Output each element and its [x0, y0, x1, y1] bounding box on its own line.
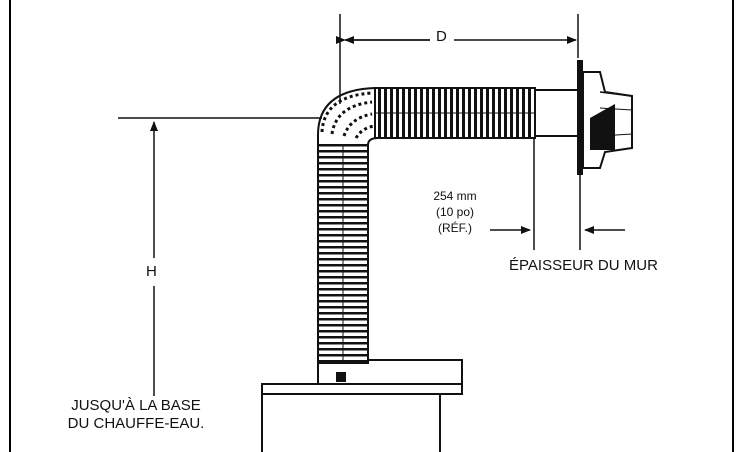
wall-termination: [577, 60, 633, 175]
label-d: D: [436, 28, 447, 45]
ref-measure-line-3: (RÉF.): [438, 221, 472, 235]
label-h: H: [146, 263, 157, 280]
ref-measure-line-1: 254 mm: [433, 189, 477, 203]
dimension-d: [336, 14, 579, 104]
wall-thickness-label: ÉPAISSEUR DU MUR: [509, 257, 658, 274]
base-note-line-1: JUSQU'À LA BASE: [71, 397, 201, 414]
horizontal-vent-pipe: [374, 87, 581, 139]
dimension-wall: [490, 138, 625, 250]
base-note-line-2: DU CHAUFFE-EAU.: [67, 415, 205, 432]
base-note: JUSQU'À LA BASE DU CHAUFFE-EAU.: [36, 397, 236, 433]
dimension-h: [118, 117, 322, 396]
vent-elbow: [317, 86, 380, 146]
ref-measure-line-2: (10 po): [435, 205, 475, 219]
water-heater: [261, 359, 463, 452]
diagram-frame: [9, 0, 734, 452]
reference-measure: 254 mm (10 po) (RÉF.): [425, 188, 485, 236]
vertical-vent-pipe: [317, 134, 369, 364]
